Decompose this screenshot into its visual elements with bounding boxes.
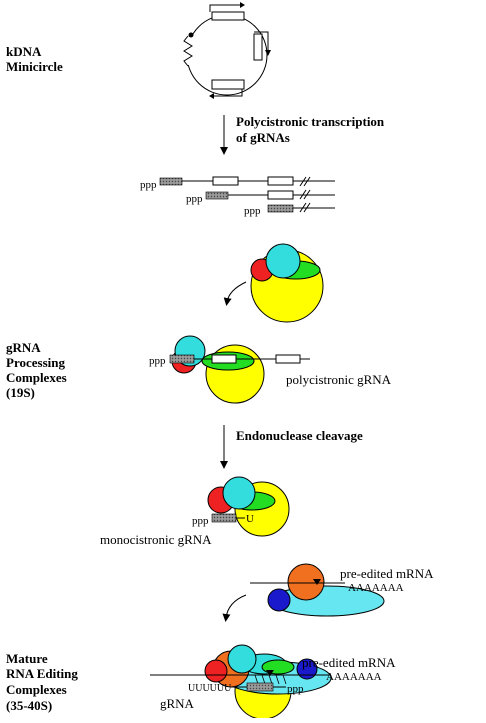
mature-ppp: ppp (287, 683, 304, 695)
editing-complex-free (250, 563, 385, 617)
polya-label-1: AAAAAAA (348, 582, 404, 594)
mono-ppp: ppp (192, 515, 209, 527)
processing-label-line3: Complexes (6, 370, 67, 385)
polycistronic-grna-label: polycistronic gRNA (286, 372, 392, 387)
minicircle (182, 2, 271, 99)
binding-arrow-2 (222, 594, 247, 622)
pre-edited-mrna-label-1: pre-edited mRNA (340, 566, 434, 581)
monocistronic-grna-label: monocistronic gRNA (100, 532, 212, 547)
processing-ppp: ppp (149, 355, 166, 367)
step1-label-line2: of gRNAs (236, 130, 290, 145)
step1-label-line1: Polycistronic transcription (236, 114, 385, 129)
kdna-label-line2: Minicircle (6, 59, 63, 74)
gene-box-bottom (211, 79, 245, 90)
pre-edited-mrna-label-2: pre-edited mRNA (302, 655, 396, 670)
transcript-2-ppp: ppp (186, 193, 203, 205)
transcript-3-ppp: ppp (244, 205, 261, 217)
transcript-1-ppp: ppp (140, 179, 157, 191)
mature-label-line1: Mature (6, 651, 48, 666)
step2-label: Endonuclease cleavage (236, 428, 363, 443)
binding-arrow-1 (223, 281, 247, 306)
mature-label-line2: RNA Editing (6, 666, 78, 681)
monocistronic-complex (207, 476, 290, 537)
transcripts: ppp ppp ppp (140, 176, 335, 217)
mature-label-line3: Complexes (6, 682, 67, 697)
processing-label-line4: (19S) (6, 385, 35, 400)
origin-dot (188, 32, 194, 38)
kdna-label-line1: kDNA (6, 44, 42, 59)
polya-label-2: AAAAAAA (326, 671, 382, 683)
processing-label-line2: Processing (6, 355, 65, 370)
gene-box-top (211, 11, 245, 21)
processing-complex-bound (169, 335, 310, 404)
processing-complex-free (250, 243, 324, 323)
mature-complex (150, 644, 332, 720)
gene-box-right (253, 33, 263, 61)
mono-u: U (246, 513, 254, 525)
processing-label-line1: gRNA (6, 340, 41, 355)
uuu-label: UUUUUU (188, 683, 232, 694)
grna-label: gRNA (160, 696, 195, 711)
mature-label-line4: (35-40S) (6, 698, 52, 713)
